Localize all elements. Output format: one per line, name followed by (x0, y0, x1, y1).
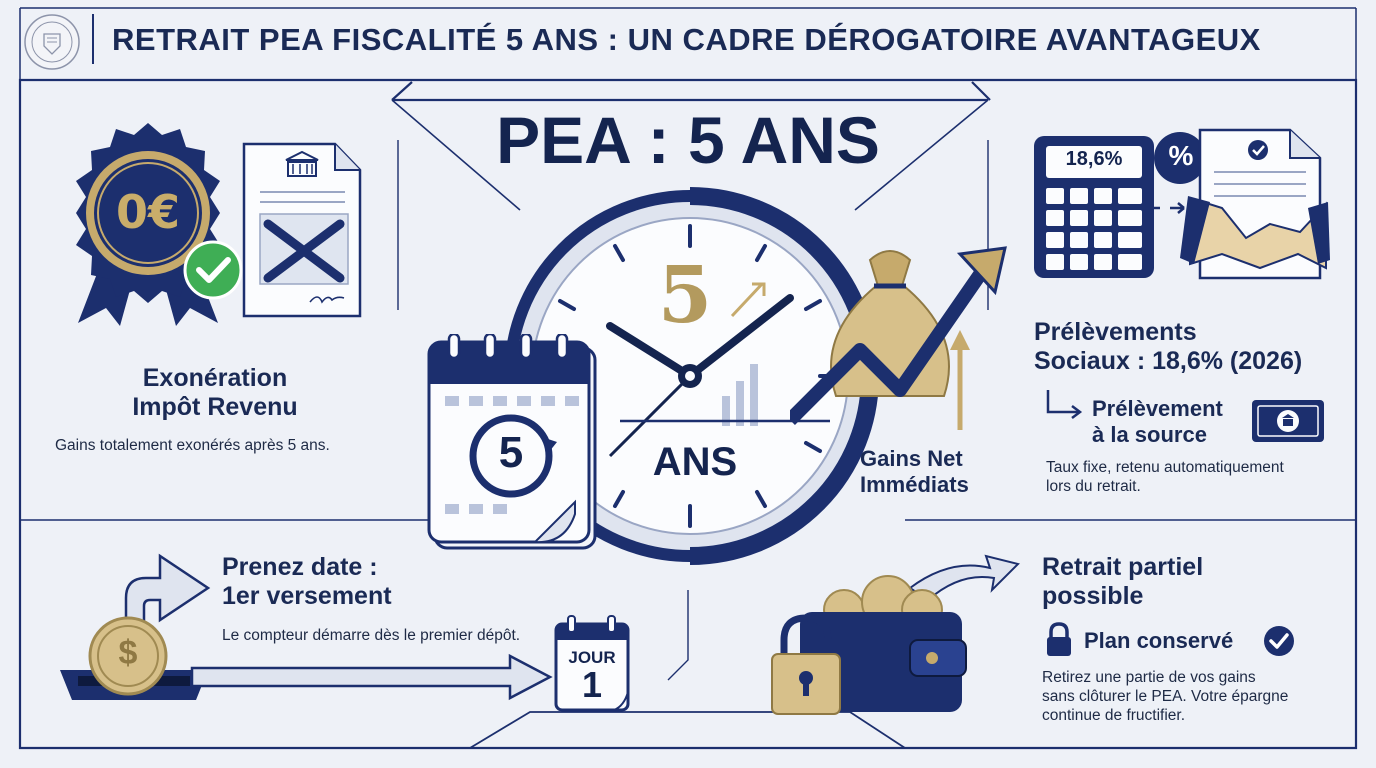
calendar-icon (427, 334, 597, 550)
lock-icon (1047, 622, 1071, 656)
gains-label: Gains Net Immédiats (860, 446, 969, 497)
prenez-date-heading: Prenez date : 1er versement (222, 553, 392, 610)
calendar-number: 5 (498, 428, 524, 477)
money-bag-arrow-icon (790, 246, 1007, 430)
prenez-date-text: Le compteur démarre dès le premier dépôt… (222, 627, 521, 644)
retrait-partiel-heading: Retrait partiel possible (1042, 553, 1204, 610)
calculator-icon (1034, 136, 1154, 278)
seal-logo (24, 14, 80, 70)
coin-symbol: $ (118, 634, 138, 672)
clock-label: ANS (652, 440, 738, 484)
coin-deposit-icon (60, 553, 211, 700)
page-title: RETRAIT PEA FISCALITÉ 5 ANS : UN CADRE D… (112, 22, 1261, 57)
main-heading: PEA : 5 ANS (496, 103, 880, 177)
arrow-sub-icon (1046, 390, 1083, 419)
medal-icon (76, 123, 243, 326)
document-cross-icon (242, 142, 362, 318)
wallet-lock-icon (771, 554, 1020, 715)
check-circle-icon (1264, 626, 1294, 656)
clock-number: 5 (657, 250, 713, 341)
plan-conserve-label: Plan conservé (1084, 628, 1234, 653)
calculator-display: 18,6% (1065, 148, 1123, 170)
long-arrow-icon (190, 653, 553, 701)
percent-badge: % (1168, 140, 1194, 171)
day-one-label: JOUR (568, 648, 616, 667)
day-one-number: 1 (581, 664, 603, 705)
medal-text: 0€ (115, 185, 180, 239)
exoneration-heading: Exonération Impôt Revenu (132, 364, 298, 421)
header-divider (92, 14, 94, 64)
contract-handshake-icon (1150, 128, 1330, 280)
prelevement-text: Taux fixe, retenu automatiquement lors d… (1046, 459, 1284, 495)
prelevements-heading: Prélèvements Sociaux : 18,6% (2026) (1034, 318, 1303, 375)
prelevement-source-heading: Prélèvement à la source (1092, 396, 1223, 447)
retrait-partiel-text: Retirez une partie de vos gains sans clô… (1042, 669, 1289, 724)
banknote-icon (1252, 400, 1324, 442)
exoneration-text: Gains totalement exonérés après 5 ans. (55, 437, 330, 454)
day-one-calendar-icon (554, 615, 630, 712)
